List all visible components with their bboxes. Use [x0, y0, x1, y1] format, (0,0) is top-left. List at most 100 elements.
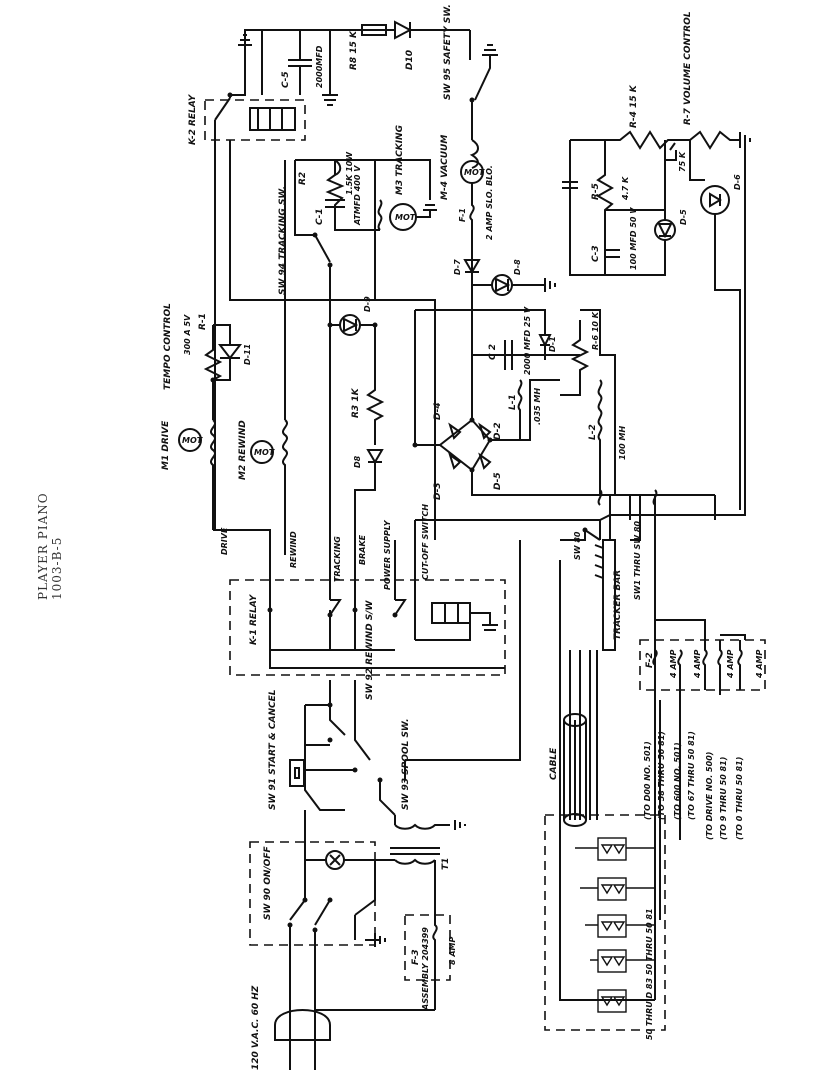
c3-value-label: 100 MFD 50 V: [629, 207, 638, 270]
r6-resistor: [560, 320, 590, 396]
d8b-diode: [366, 449, 384, 464]
sw1-sw80-label: SW1 THRU SW 80: [633, 521, 642, 600]
tracking-section: MOT R2 1.5K 10W C-1 ATMFD 400 V M3 TRACK…: [278, 125, 437, 600]
c1-value-label: ATMFD 400 V: [353, 165, 362, 226]
sw90-label: SW 90 ON/OFF: [263, 846, 273, 920]
diode-array-note-2: 50 THRU D 83: [645, 977, 654, 1040]
diode-array: 50 THRU 50 81 50 THRU D 83: [544, 814, 666, 1040]
sw90-section: SW 90 ON/OFF: [249, 810, 386, 1000]
tracker-bar-label: TRACKER BAR: [613, 570, 623, 640]
c1-capacitor: [325, 199, 345, 208]
note-1: (TO D00 NO. 501): [643, 741, 652, 820]
d9-label: D-9: [363, 296, 372, 312]
m1-drive-motor: [178, 428, 202, 452]
m2-label: M2 REWIND: [238, 420, 248, 480]
d6-diode: [700, 185, 730, 215]
r7-value-label: 75 K: [678, 151, 687, 172]
f1-fuse: [469, 183, 475, 245]
note-2: (TO 58 THRU 50 81): [657, 731, 666, 820]
k1-cutoff-label: CUT-OFF SWITCH: [421, 504, 430, 580]
fuse-4-amp-label-1: 4 AMP: [693, 649, 702, 679]
k1-relay-label: K-1 RELAY: [249, 593, 259, 645]
r1-label: R-1: [198, 313, 208, 330]
d8-label: D-8: [513, 259, 522, 275]
diode-group-3: [585, 914, 655, 938]
tempo-label: TEMPO CONTROL: [163, 303, 173, 390]
c3-label: C-3: [591, 245, 601, 262]
d8-section: D-8: [472, 259, 556, 296]
r1-resistor: [203, 324, 231, 381]
bus-wires: [405, 140, 746, 761]
d5-label: D-5: [679, 209, 688, 225]
diode-group-2: [580, 877, 655, 901]
bridge-section: C 2 2000 MFD 25 V D-1 R-6 10 K D-4 D-3 D…: [412, 306, 715, 500]
cable-label: CABLE: [549, 747, 559, 780]
d3-label: D-3: [433, 482, 443, 500]
d5-diode: [657, 223, 673, 239]
fuse-block: F-2 4 AMP 4 AMP 4 AMP 4 AMP: [639, 619, 766, 1000]
r7-label: R-7 VOLUME CONTROL: [683, 11, 693, 125]
sw91-label: SW 91 START & CANCEL: [268, 689, 278, 810]
note-5: (TO DRIVE NO. 500): [705, 752, 714, 840]
c1-label: C-1: [315, 208, 325, 225]
c5-label: C-5: [281, 71, 291, 88]
destination-notes: (TO D00 NO. 501) (TO 58 THRU 50 81) (TO …: [643, 731, 744, 840]
title-line-1: PLAYER PIANO: [36, 492, 50, 600]
r1-value-label: 300 A 5V: [183, 314, 192, 355]
c2-value-label: 2000 MFD 25 V: [523, 306, 532, 375]
f1-value-label: 2 AMP SLO. BLO.: [485, 165, 494, 240]
r8-label: R8 15 K: [349, 30, 359, 70]
m1-motor-box: MOT: [182, 436, 203, 445]
k1-power-label: POWER SUPPLY: [383, 519, 392, 590]
r2-label: R2: [298, 172, 308, 185]
k1-tracking-label: TRACKING: [333, 536, 342, 582]
diode-group-4: [590, 949, 655, 973]
plug-icon: [274, 1009, 331, 1041]
diode-group-1: [575, 837, 655, 861]
r3-label: R3 1K: [351, 387, 361, 418]
d1-label: D-1: [548, 336, 557, 352]
m4-label: M-4 VACUUM: [440, 135, 450, 200]
t1-label: T1: [441, 858, 451, 870]
note-3: (TO 600 NO. 501): [673, 742, 682, 820]
f3-value-label: 8 AMP: [448, 936, 457, 965]
title-line-2: 1003-B-5: [50, 537, 64, 600]
m3-label: M3 TRACKING: [395, 125, 405, 195]
d11-diode: [217, 344, 243, 360]
r5-label: R-5: [591, 183, 601, 200]
l1-inductor: [517, 379, 523, 440]
d10-label: D10: [405, 50, 415, 70]
volume-section: R-4 15 K R-7 VOLUME CONTROL 75 K R-5 4.7…: [562, 11, 751, 510]
plug-label: 120 V.A.C. 60 HZ: [251, 985, 261, 1070]
l2-value-label: 100 MH: [618, 426, 627, 460]
sw80-label: SW 80: [573, 531, 582, 560]
k2-relay-label: K-2 RELAY: [188, 93, 198, 145]
k1-drive-label: DRIVE: [220, 527, 229, 555]
c5-value-label: 2000MFD: [315, 45, 324, 88]
m3-motor-box: MOT: [395, 213, 416, 222]
f2-label: F-2: [645, 652, 655, 668]
f2-fuse-label: 4 AMP: [669, 649, 678, 679]
assembly-label: ASSEMBLY 204399: [421, 927, 430, 1011]
note-6: (TO 9 THRU 50 81): [719, 757, 728, 840]
tempo-section: TEMPO CONTROL R-1 300 A 5V D-11: [163, 303, 252, 420]
d7-label: D-7: [453, 259, 462, 275]
motor-section: MOT MOT M1 DRIVE M2 REWIND: [161, 160, 288, 540]
d6-label: D-6: [733, 174, 742, 190]
d11-label: D-11: [243, 344, 252, 365]
note-7: (TO 0 THRU 50 81): [735, 757, 744, 840]
k1-rewind-label: REWIND: [289, 531, 298, 568]
l2-inductor: [597, 379, 603, 495]
r2-resistor: [295, 159, 345, 215]
f3-label: F-3: [411, 949, 421, 965]
d8b-label: D8: [353, 455, 362, 468]
m2-motor-box: MOT: [254, 448, 275, 457]
c2-label: C 2: [488, 344, 498, 360]
r4-r7-resistors: [605, 130, 740, 150]
f1-label: F-1: [458, 208, 467, 222]
sw95-label: SW 95 SAFETY SW.: [443, 4, 453, 100]
l1-label: L-1: [508, 394, 518, 410]
d9-section: D-9: [327, 296, 378, 336]
k1-relay-box: [229, 579, 506, 676]
